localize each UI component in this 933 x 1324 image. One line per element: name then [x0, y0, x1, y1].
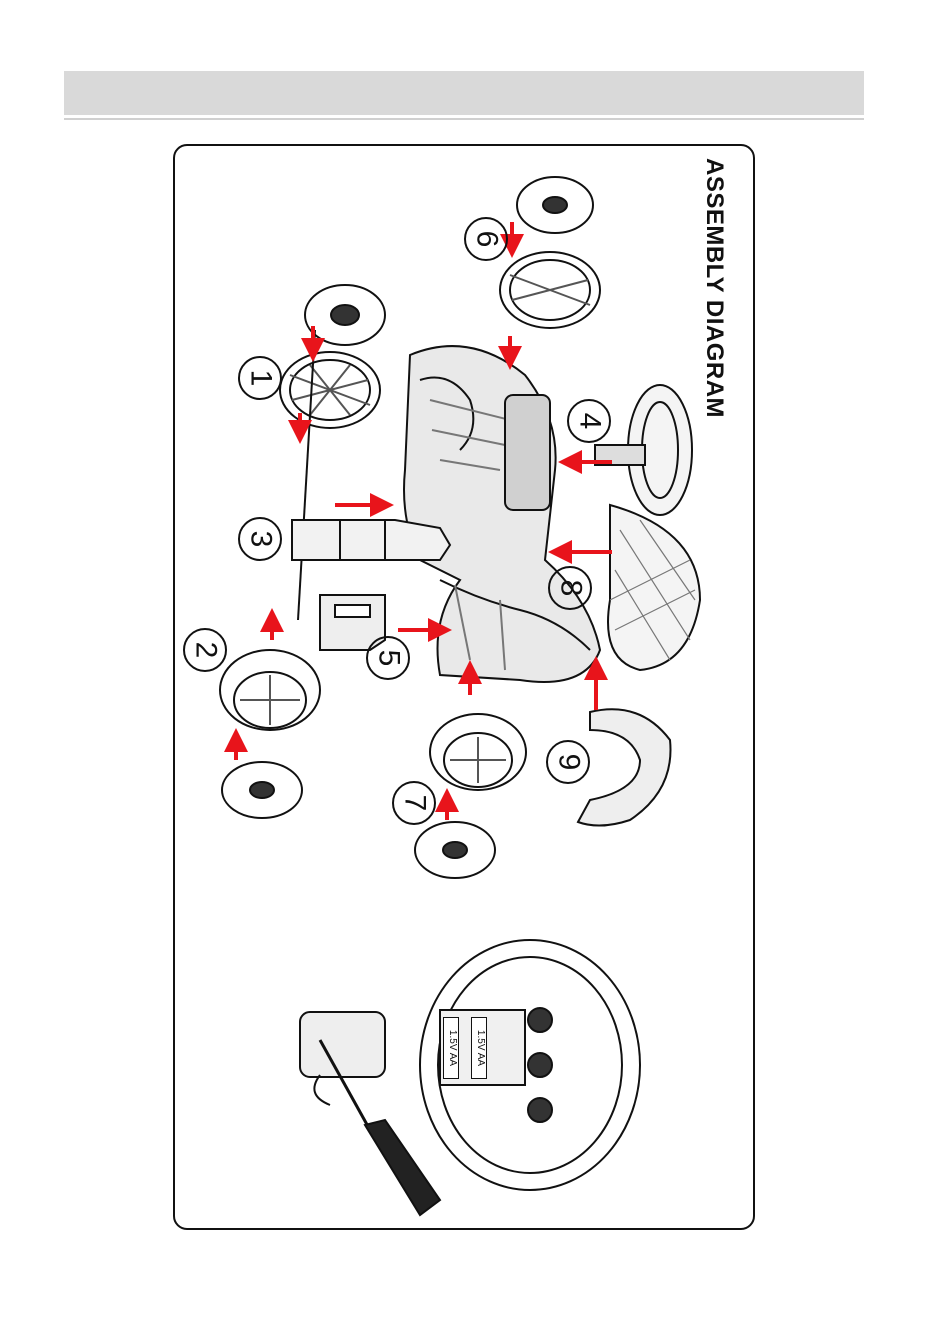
seat-8 — [608, 505, 700, 670]
wheel-6 — [500, 252, 600, 328]
wheel-1 — [280, 352, 380, 428]
step-3: 3 — [238, 517, 282, 561]
steering-wheel-4 — [595, 385, 692, 515]
battery-label-1: 1.5V AA — [471, 1017, 487, 1079]
battery-label-2: 1.5V AA — [443, 1017, 459, 1079]
hubcap-7 — [415, 822, 495, 878]
battery-cover — [300, 1012, 385, 1105]
hubcap-6 — [517, 177, 593, 233]
hubcap-2 — [222, 762, 302, 818]
step-5: 5 — [366, 636, 410, 680]
step-8: 8 — [548, 566, 592, 610]
hubcap-1 — [305, 285, 385, 345]
motor-3 — [292, 520, 450, 560]
step-6: 6 — [464, 217, 508, 261]
wheel-7 — [430, 714, 526, 790]
step-9: 9 — [546, 740, 590, 784]
step-2: 2 — [183, 628, 227, 672]
bumper-9 — [578, 709, 671, 825]
wheel-2 — [220, 650, 320, 730]
step-4: 4 — [567, 399, 611, 443]
step-7: 7 — [392, 781, 436, 825]
step-1: 1 — [238, 356, 282, 400]
